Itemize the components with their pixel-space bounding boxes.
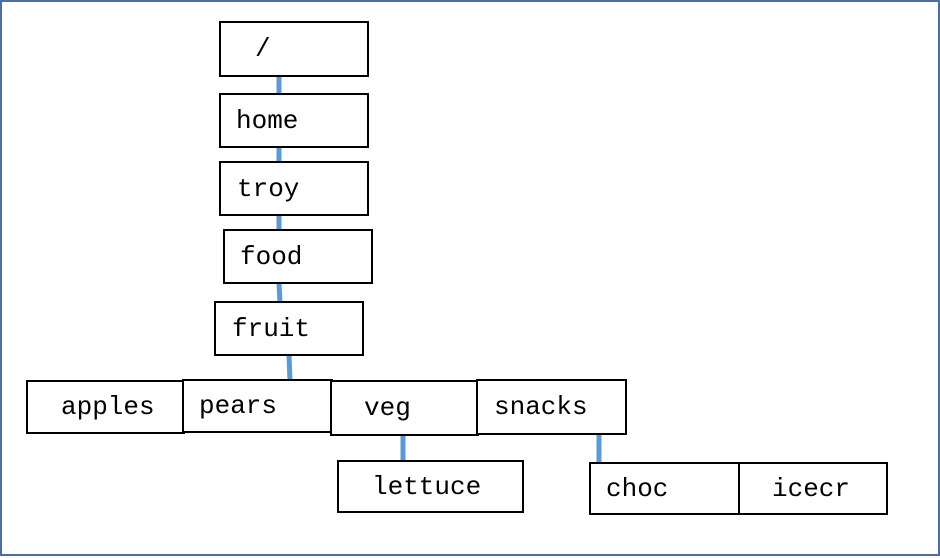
node-food: food: [223, 229, 373, 284]
node-root: /: [219, 21, 369, 77]
node-veg: veg: [330, 380, 479, 436]
node-home: home: [219, 93, 369, 148]
node-apples: apples: [26, 380, 185, 434]
node-choc: choc: [589, 462, 741, 515]
node-fruit: fruit: [214, 301, 364, 356]
node-lettuce: lettuce: [337, 460, 524, 513]
edge-food-fruit: [276, 282, 283, 304]
node-troy: troy: [219, 161, 369, 216]
node-snacks: snacks: [476, 379, 627, 435]
node-icecr: icecr: [738, 462, 888, 515]
edge-fruit-pears: [286, 354, 293, 382]
node-pears: pears: [182, 379, 333, 433]
